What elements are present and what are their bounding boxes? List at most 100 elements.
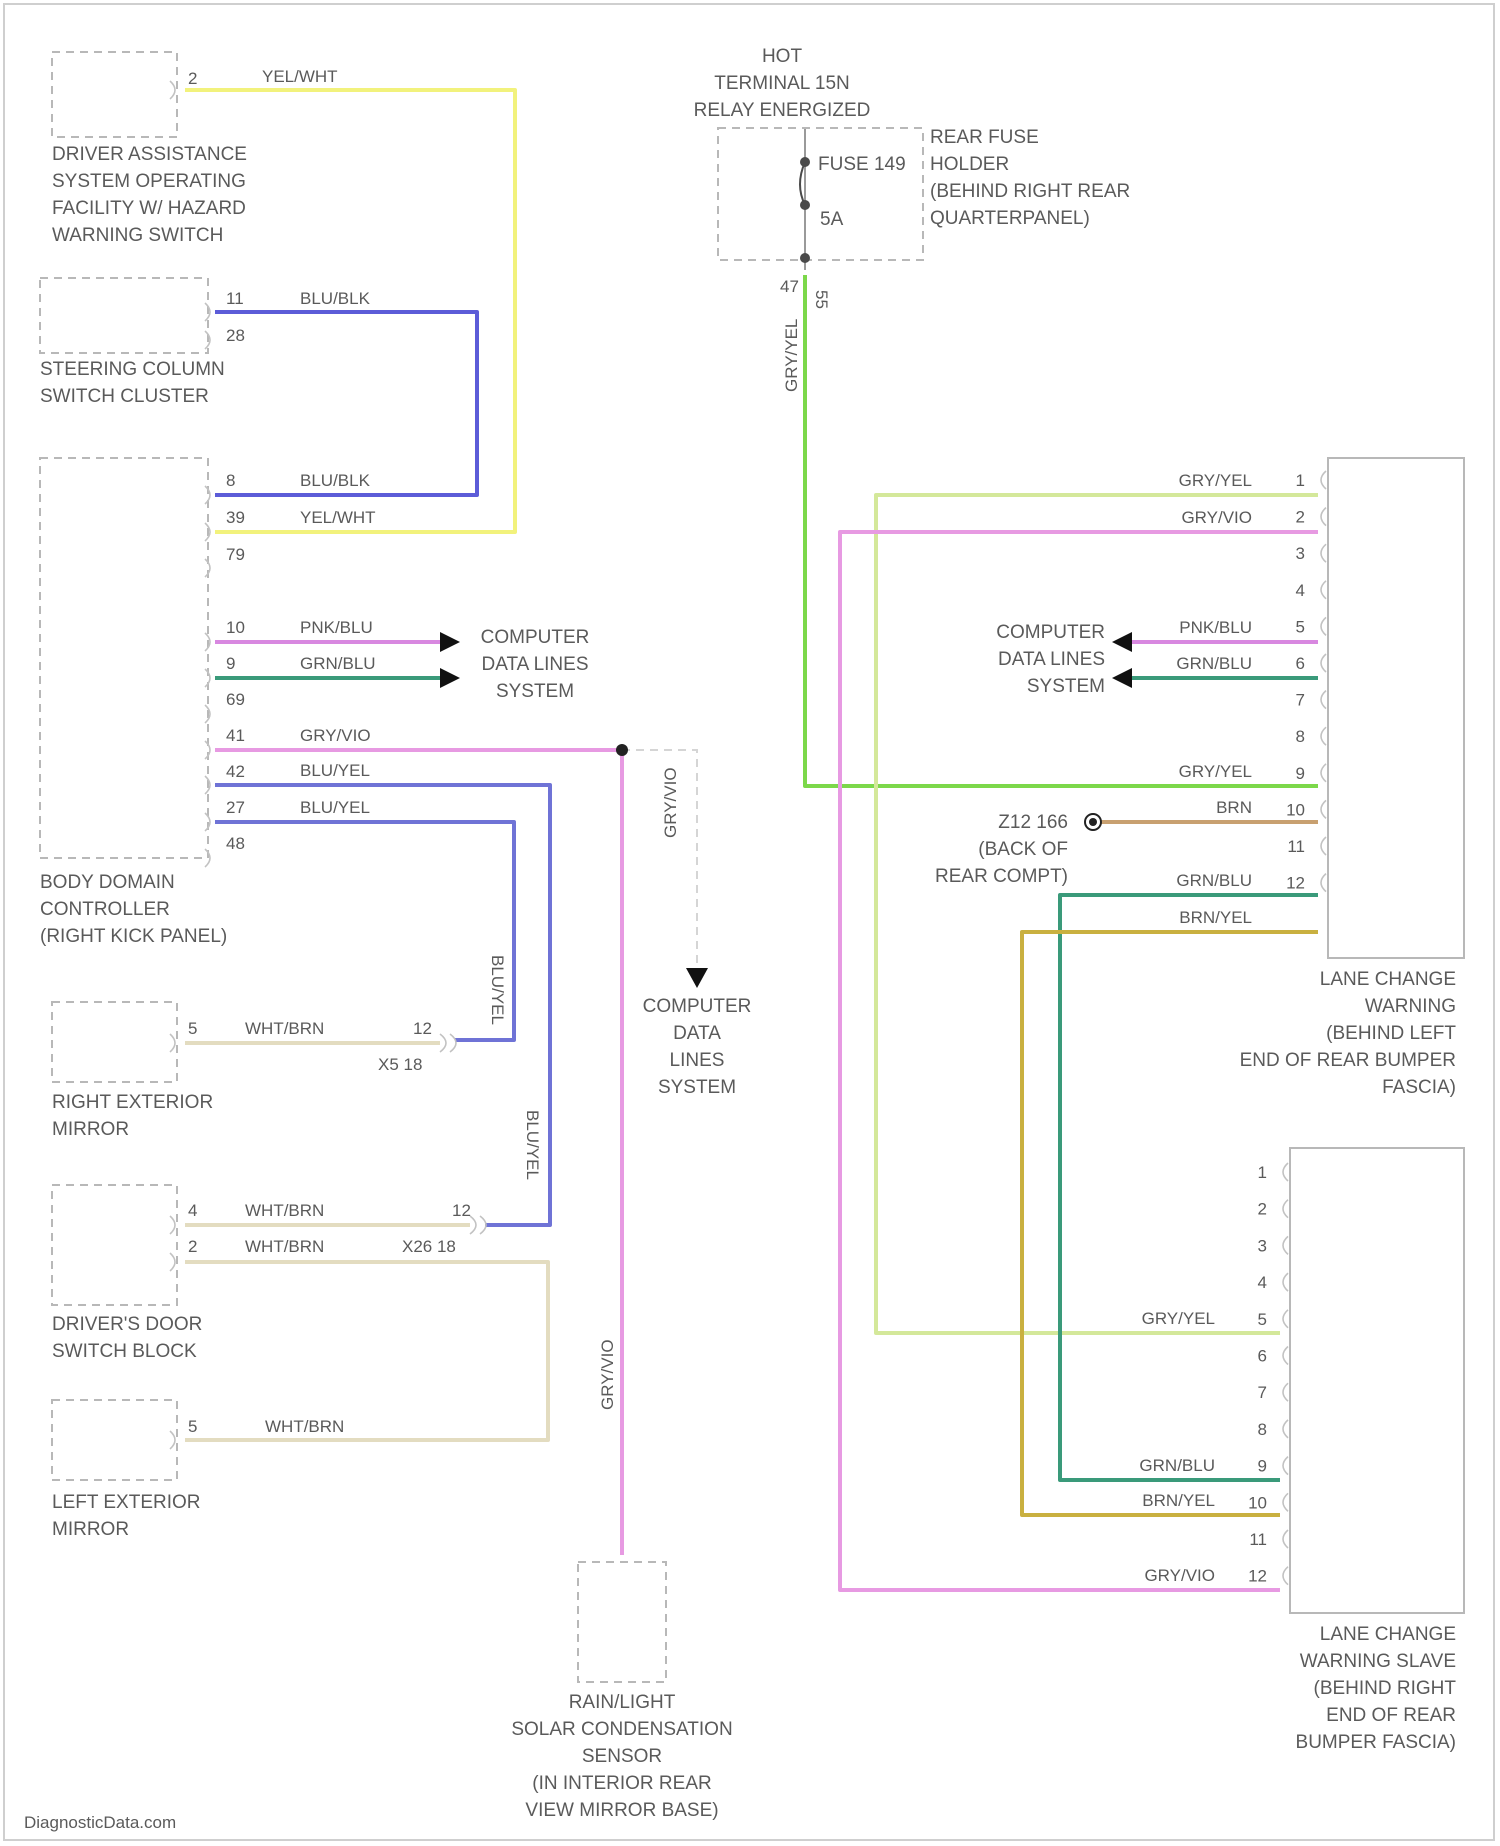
label-line: RIGHT EXTERIOR bbox=[52, 1092, 213, 1113]
pins-master-pin-3: 3 bbox=[1296, 544, 1305, 563]
label-line: MIRROR bbox=[52, 1119, 129, 1140]
pin-dd-4: 4 bbox=[188, 1201, 197, 1220]
pin-marker bbox=[1283, 1310, 1288, 1328]
label-line: SWITCH CLUSTER bbox=[40, 386, 209, 407]
lcw-slave-box bbox=[1290, 1148, 1464, 1613]
pin-marker bbox=[1321, 654, 1326, 672]
pins-master-pin-6: 6 bbox=[1296, 654, 1305, 673]
fuse-holder-box bbox=[718, 128, 923, 260]
pins-master-pin-7: 7 bbox=[1296, 691, 1305, 710]
steering-column-box bbox=[40, 278, 208, 353]
pin-sc-28: 28 bbox=[226, 326, 245, 345]
pin-bd-8: 8 bbox=[226, 471, 235, 490]
pins-slave-pin-1: 1 bbox=[1258, 1163, 1267, 1182]
label-right-mirror: RIGHT EXTERIOR MIRROR bbox=[52, 1092, 213, 1140]
wl-brn-yel-s10: BRN/YEL bbox=[1142, 1491, 1215, 1510]
label-line: WARNING SLAVE bbox=[1300, 1651, 1456, 1672]
pin-bd-9: 9 bbox=[226, 654, 235, 673]
wl-grn-blu-m11: GRN/BLU bbox=[1176, 871, 1252, 890]
pin-marker bbox=[170, 1216, 175, 1234]
splice-dot bbox=[616, 744, 628, 756]
label-line: (IN INTERIOR REAR bbox=[532, 1773, 711, 1794]
pins-master-pin-1: 1 bbox=[1296, 471, 1305, 490]
drivers-door-box bbox=[52, 1185, 177, 1305]
wire-blu-blk bbox=[215, 312, 477, 495]
wl-wht-brn-lm: WHT/BRN bbox=[265, 1417, 344, 1436]
pin-marker bbox=[1283, 1347, 1288, 1365]
label-line: COMPUTER bbox=[643, 996, 752, 1017]
ground-symbol bbox=[1085, 814, 1101, 830]
inline-connector-marker bbox=[470, 1216, 486, 1234]
pin-marker bbox=[205, 559, 210, 577]
pin-dd-ref: X26 18 bbox=[402, 1237, 456, 1256]
pin-bd-41: 41 bbox=[226, 726, 245, 745]
label-fuse-pin-55: 55 bbox=[812, 290, 831, 309]
wl-brn-m10: BRN bbox=[1216, 798, 1252, 817]
wl-blu-yel-vert-2: BLU/YEL bbox=[523, 1110, 542, 1180]
pin-marker bbox=[170, 1431, 175, 1449]
wl-gry-vio-41: GRY/VIO bbox=[300, 726, 371, 745]
pins-slave-pin-8: 8 bbox=[1258, 1420, 1267, 1439]
pin-marker bbox=[1321, 691, 1326, 709]
pin-rm-5: 5 bbox=[188, 1019, 197, 1038]
label-line: Z12 166 bbox=[998, 812, 1068, 833]
pins-slave-pin-10: 10 bbox=[1248, 1493, 1267, 1512]
pin-marker bbox=[1283, 1493, 1288, 1511]
label-line: LEFT EXTERIOR bbox=[52, 1492, 201, 1513]
pins-master-pin-11: 11 bbox=[1287, 837, 1305, 856]
wl-gry-yel-feed: GRY/YEL bbox=[782, 319, 801, 392]
wl-blu-blk-8: BLU/BLK bbox=[300, 471, 371, 490]
wl-pnk-blu-m5: PNK/BLU bbox=[1179, 618, 1252, 637]
label-line: WARNING bbox=[1365, 996, 1456, 1017]
pin-marker bbox=[1283, 1273, 1288, 1291]
label-line: (RIGHT KICK PANEL) bbox=[40, 926, 227, 947]
label-line: DRIVER'S DOOR bbox=[52, 1314, 202, 1335]
label-line: SYSTEM bbox=[1027, 676, 1105, 697]
wl-gry-vio-vert: GRY/VIO bbox=[598, 1339, 617, 1410]
label-line: RELAY ENERGIZED bbox=[694, 100, 871, 121]
pins-master-pin-4: 4 bbox=[1296, 581, 1305, 600]
arrow-cdl-bottom bbox=[686, 968, 708, 988]
wl-gry-yel-m1: GRY/YEL bbox=[1179, 471, 1252, 490]
wl-grn-blu-s9: GRN/BLU bbox=[1139, 1456, 1215, 1475]
wl-gry-vio-s12: GRY/VIO bbox=[1144, 1566, 1215, 1585]
pin-marker bbox=[205, 741, 210, 759]
pin-marker bbox=[1321, 617, 1326, 635]
reference-labels: COMPUTERDATA LINESSYSTEM COMPUTERDATA LI… bbox=[481, 622, 1105, 1098]
pins-master-pin-8: 8 bbox=[1296, 727, 1305, 746]
label-line: DATA LINES bbox=[482, 654, 589, 675]
label-line: CONTROLLER bbox=[40, 899, 170, 920]
label-line: DRIVER ASSISTANCE bbox=[52, 144, 247, 165]
arrow-cdl-right-1 bbox=[1112, 632, 1132, 652]
wire-gry-vio-dashed bbox=[622, 750, 697, 965]
pins-slave-pin-4: 4 bbox=[1258, 1273, 1267, 1292]
pin-dd-2: 2 bbox=[188, 1237, 197, 1256]
wl-yel-wht-39: YEL/WHT bbox=[300, 508, 376, 527]
pins-slave-pin-11: 11 bbox=[1249, 1530, 1267, 1549]
pin-marker bbox=[1283, 1567, 1288, 1585]
rainlight-box bbox=[578, 1562, 666, 1682]
label-line: COMPUTER bbox=[996, 622, 1105, 643]
label-line: END OF REAR bbox=[1326, 1705, 1456, 1726]
label-line: BODY DOMAIN bbox=[40, 872, 175, 893]
right-mirror-box bbox=[52, 1002, 177, 1082]
wl-gry-vio-dashed: GRY/VIO bbox=[661, 767, 680, 838]
label-fuse-id: FUSE 149 bbox=[818, 154, 906, 175]
label-fuse-rating: 5A bbox=[820, 209, 844, 230]
pin-sc-11: 11 bbox=[226, 289, 244, 308]
label-line: COMPUTER bbox=[481, 627, 590, 648]
pin-marker bbox=[1283, 1200, 1288, 1218]
pin-numbers-lcw-master: 123456789101112 bbox=[1286, 471, 1305, 893]
pin-marker bbox=[1321, 508, 1326, 526]
label-line: (BEHIND RIGHT REAR bbox=[930, 181, 1130, 202]
label-line: QUARTERPANEL) bbox=[930, 208, 1090, 229]
pin-marker bbox=[1321, 544, 1326, 562]
pin-marker bbox=[170, 1253, 175, 1271]
wl-blu-yel-42: BLU/YEL bbox=[300, 761, 370, 780]
pin-marker bbox=[1283, 1163, 1288, 1181]
pin-marker bbox=[170, 1034, 175, 1052]
